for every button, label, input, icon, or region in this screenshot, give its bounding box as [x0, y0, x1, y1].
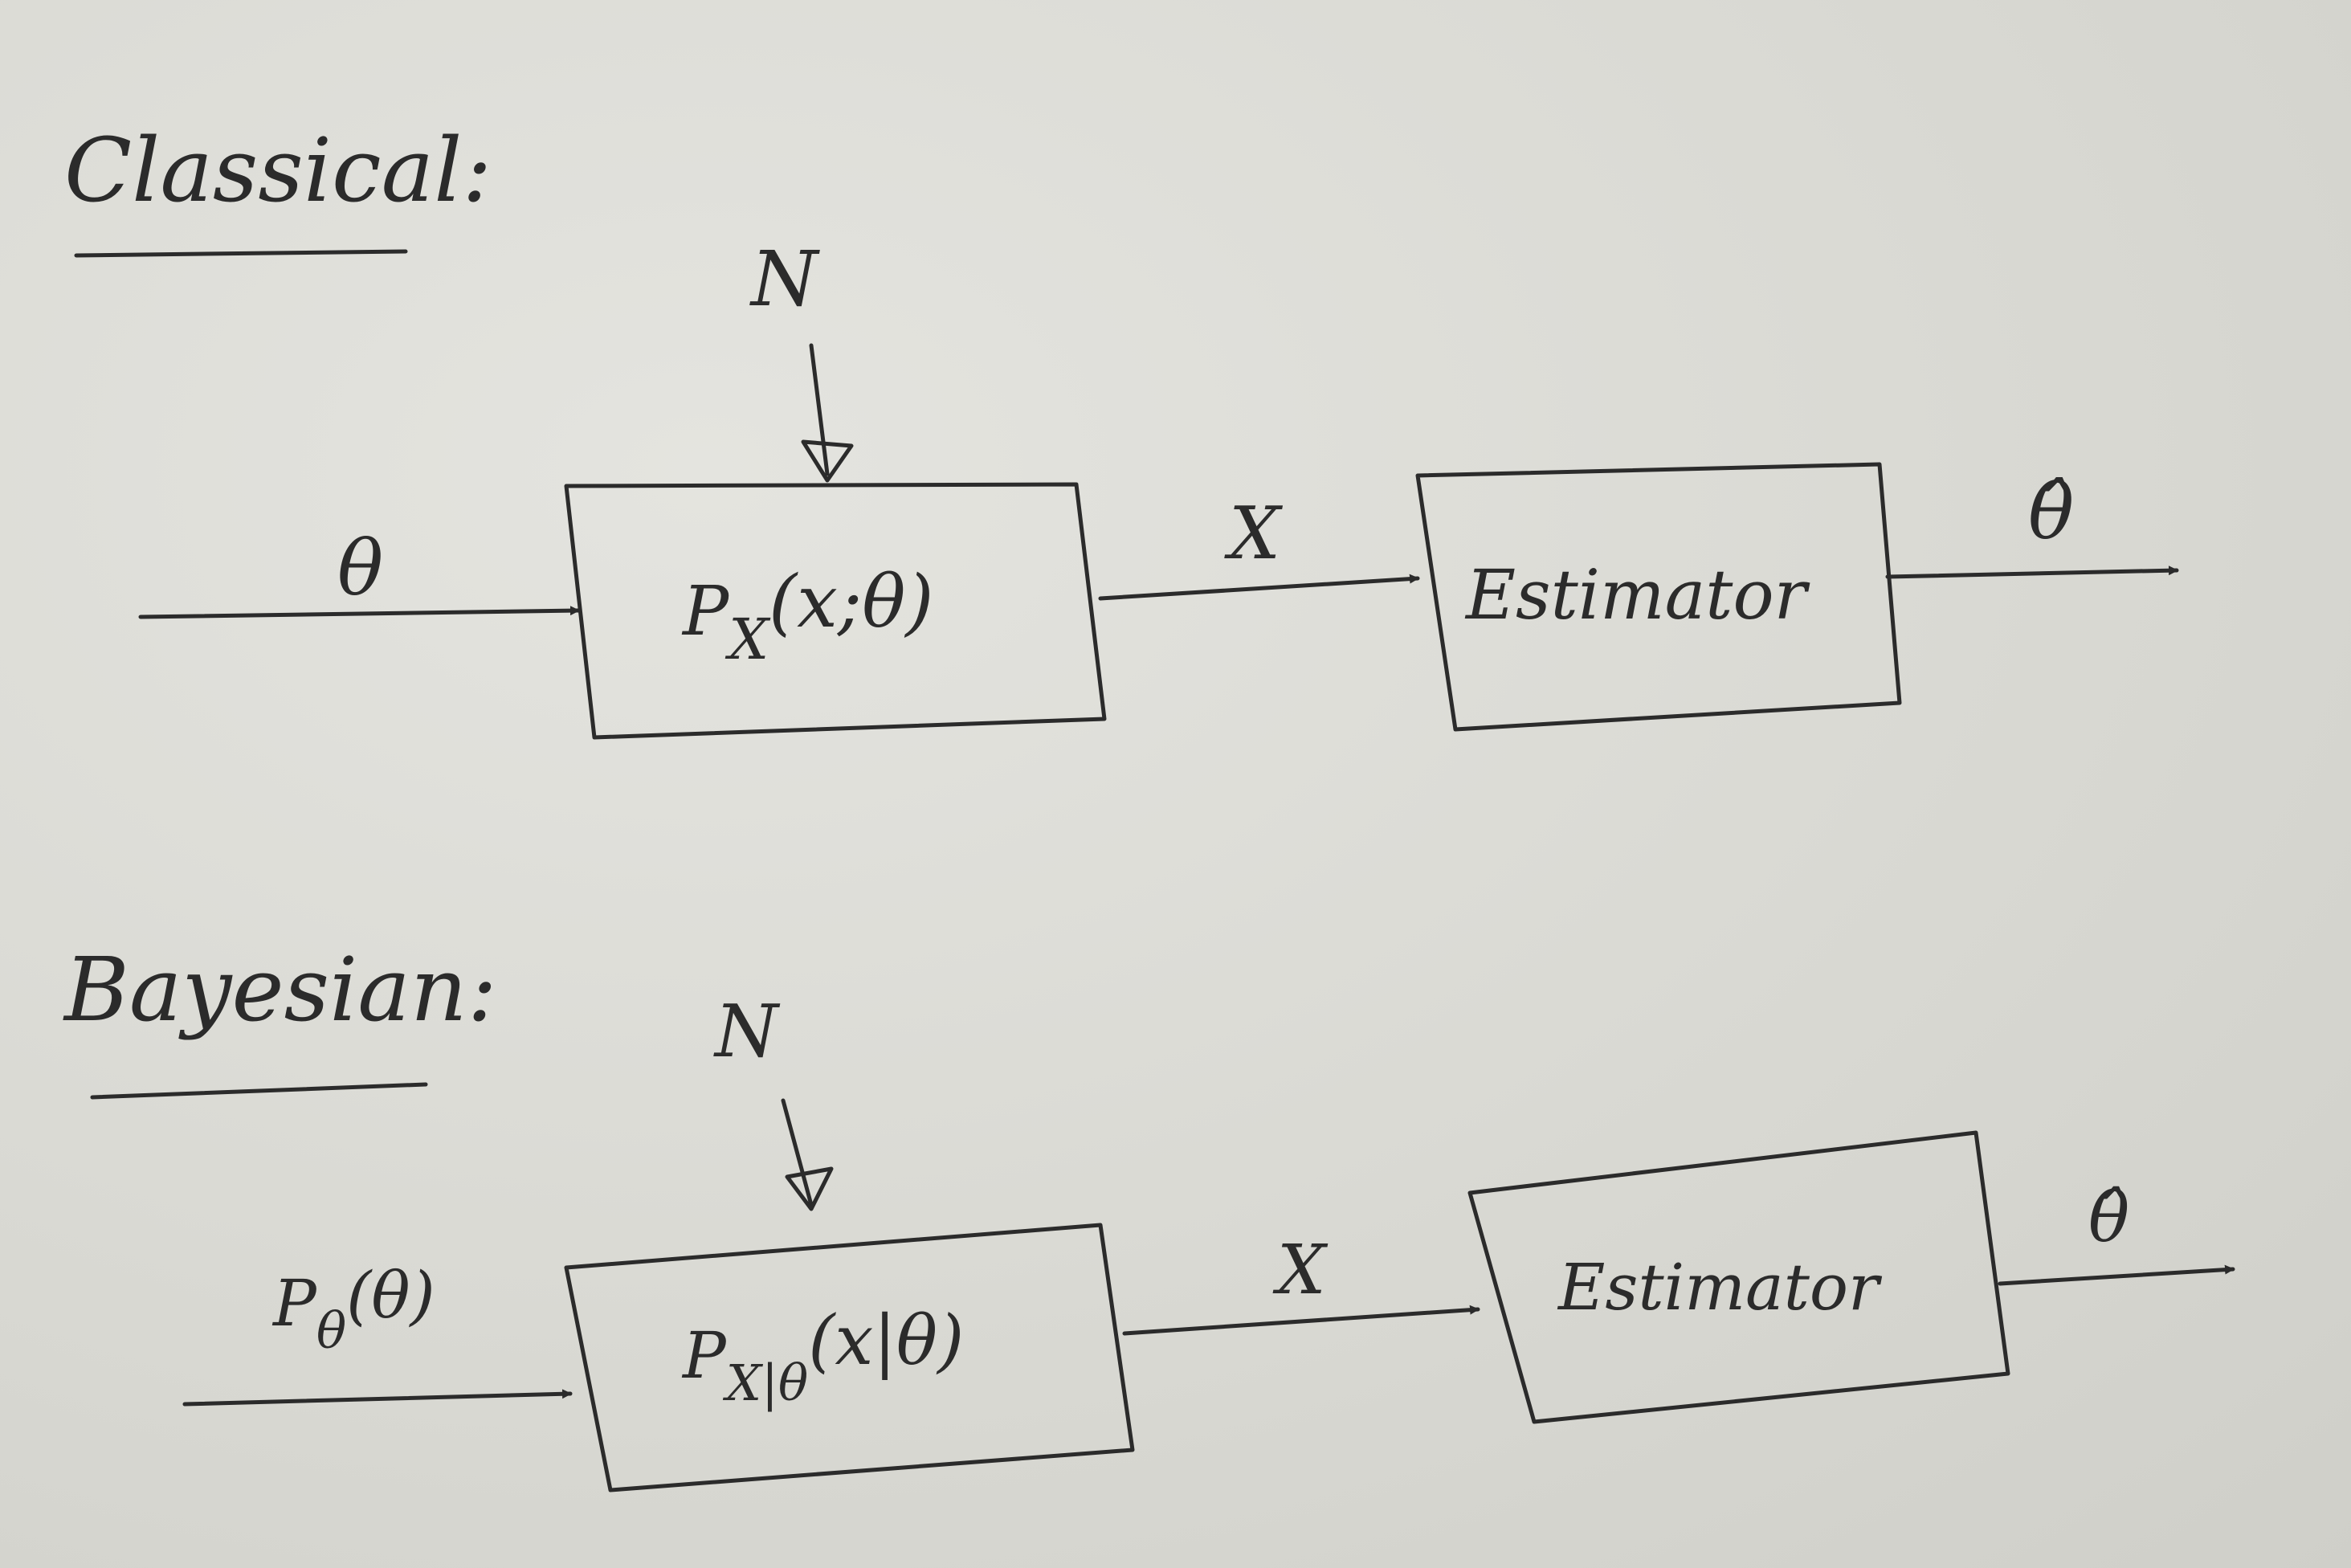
bayesian-system-label: PX|θ(x|θ): [681, 1301, 964, 1412]
classical-system-box: [564, 482, 1107, 740]
classical-input-label: θ: [337, 525, 383, 613]
classical-system-base: P: [681, 572, 730, 651]
bayesian-system-sub: X|θ: [723, 1354, 808, 1412]
bayesian-heading: Bayesian:: [63, 938, 497, 1041]
classical-signal-label: X: [1224, 492, 1284, 576]
bayesian-noise-label: N: [713, 990, 781, 1074]
classical-noise-arrow: [809, 343, 830, 476]
classical-output-arrow: [1885, 566, 2179, 579]
bayesian-output-arrow: [1998, 1264, 2235, 1286]
bayesian-signal-arrow: [1122, 1305, 1480, 1336]
classical-noise-label: N: [749, 235, 820, 324]
classical-estimator-box: [1415, 462, 1902, 732]
bayesian-signal-label: X: [1272, 1231, 1329, 1310]
classical-estimator-label: Estimator: [1464, 556, 1810, 635]
bayesian-system-box: [564, 1223, 1135, 1492]
bayesian-input-base: P: [271, 1266, 317, 1341]
bayesian-input-args: (θ): [346, 1258, 435, 1333]
bayesian-noise-arrowhead: [785, 1166, 834, 1211]
bayesian-input-arrow: [182, 1389, 573, 1407]
classical-system-sub: X: [724, 606, 771, 672]
bayesian-system-args: (x|θ): [808, 1301, 964, 1381]
bayesian-output-label: θ̂: [2088, 1178, 2129, 1258]
bayesian-system-base: P: [681, 1318, 727, 1393]
classical-heading: Classical:: [64, 119, 492, 222]
classical-signal-arrow: [1098, 574, 1420, 601]
classical-system-args: (x;θ): [769, 560, 934, 644]
classical-input-arrow: [138, 606, 581, 619]
bayesian-estimator-box: [1467, 1130, 2010, 1424]
classical-noise-arrowhead: [801, 439, 854, 483]
bayesian-heading-underline: [90, 1082, 428, 1100]
bayesian-input-sub: θ: [316, 1301, 346, 1360]
bayesian-estimator-label: Estimator: [1557, 1250, 1883, 1325]
classical-system-label: PX(x;θ): [681, 560, 934, 672]
bayesian-input-label: Pθ(θ): [271, 1258, 435, 1360]
classical-output-label: θ̂: [2028, 468, 2074, 557]
bayesian-noise-arrow: [781, 1098, 814, 1207]
classical-heading-underline: [74, 249, 408, 258]
